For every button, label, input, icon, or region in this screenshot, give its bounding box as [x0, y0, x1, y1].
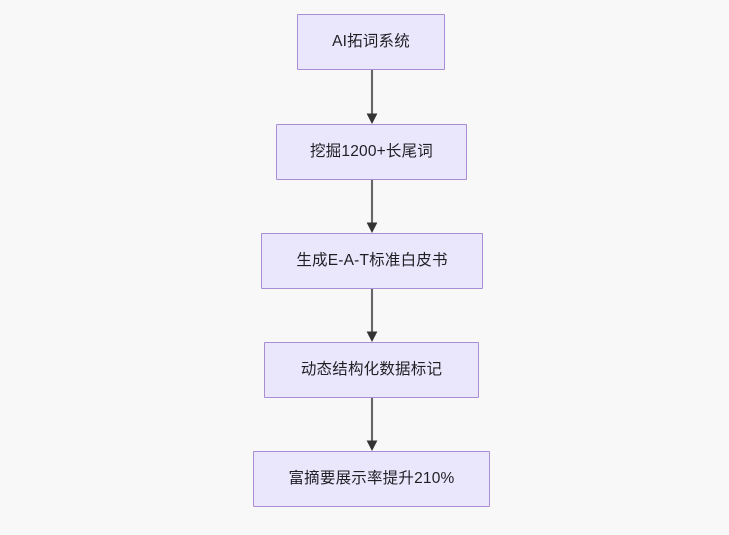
edge-n3-n4 [362, 289, 382, 342]
flow-node-dynamic-structured-data-markup[interactable]: 动态结构化数据标记 [264, 342, 479, 398]
flow-node-label: AI拓词系统 [332, 33, 410, 51]
edge-n4-n5 [362, 398, 382, 451]
flow-node-generate-eat-whitepaper[interactable]: 生成E-A-T标准白皮书 [261, 233, 483, 289]
flow-node-label: 挖掘1200+长尾词 [309, 143, 434, 161]
flow-node-rich-snippet-impression-uplift[interactable]: 富摘要展示率提升210% [253, 451, 490, 507]
flow-node-label: 富摘要展示率提升210% [288, 470, 455, 488]
flow-node-label: 动态结构化数据标记 [300, 361, 443, 379]
edge-n1-n2 [362, 70, 382, 124]
flow-node-mine-longtail-keywords[interactable]: 挖掘1200+长尾词 [276, 124, 467, 180]
flow-node-ai-keyword-system[interactable]: AI拓词系统 [297, 14, 445, 70]
edge-n2-n3 [362, 180, 382, 233]
flow-node-label: 生成E-A-T标准白皮书 [296, 252, 448, 270]
